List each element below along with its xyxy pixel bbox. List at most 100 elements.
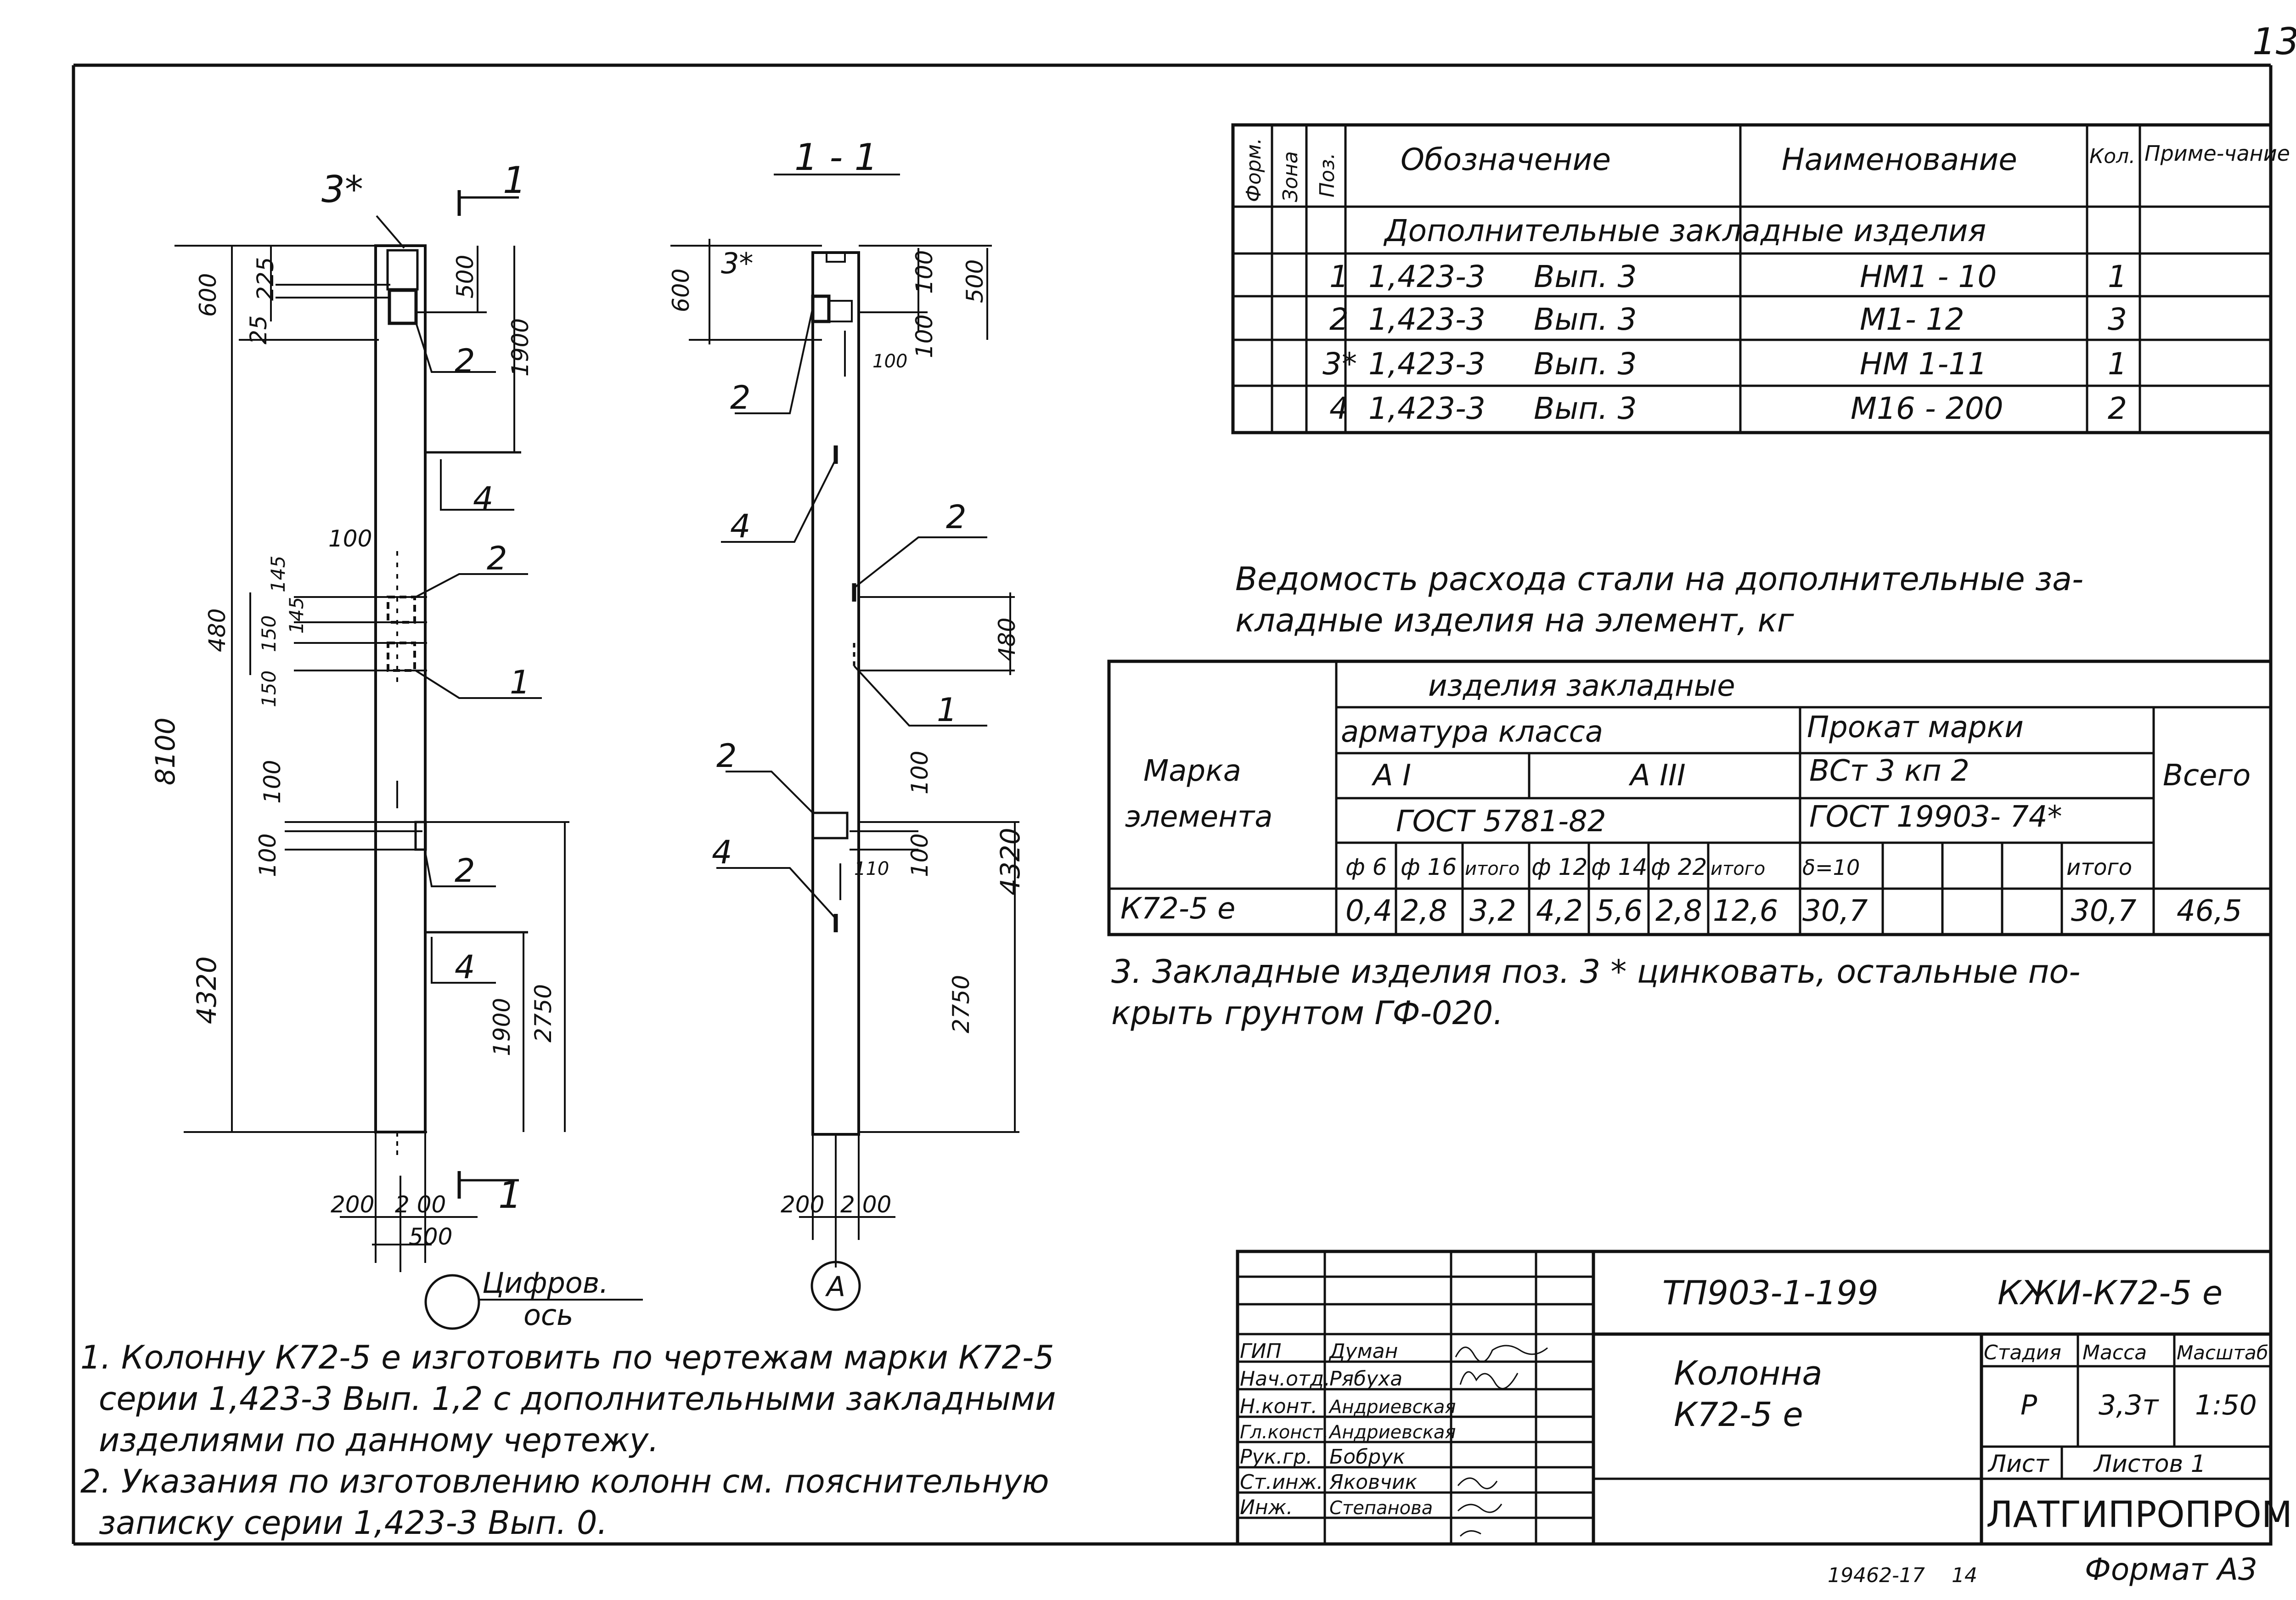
spec-code-2: 1,423-3 — [1368, 302, 1486, 337]
name-4: Бобрук — [1329, 1445, 1405, 1469]
cut-mark-top: 1 — [503, 159, 526, 202]
dim-500-bottom: 500 — [409, 1223, 452, 1250]
spec-name-3: НМ 1-11 — [1860, 346, 1987, 382]
steel-total-h: Всего — [2163, 759, 2251, 793]
pos-3-label: 3* — [321, 168, 363, 211]
role-n-control: Н.конт. — [1240, 1395, 1317, 1418]
signature-marks — [1455, 1345, 1548, 1537]
dim-100-b: 100 — [259, 760, 286, 804]
steel-val-5: 2,8 — [1655, 894, 1702, 928]
name-5: Яковчик — [1329, 1470, 1418, 1494]
steel-sub-0: ф 6 — [1345, 854, 1387, 880]
steel-sub-2: итого — [1465, 858, 1519, 879]
dim-1900-bottom: 1900 — [489, 998, 515, 1056]
spec-name-4: М16 - 200 — [1851, 391, 2003, 426]
steel-group: изделия закладные — [1428, 669, 1735, 703]
spec-qty-4: 2 — [2108, 391, 2127, 426]
spec-name-1: НМ1 - 10 — [1860, 259, 1997, 294]
role-head-dept: Нач.отд. — [1240, 1367, 1330, 1391]
dim-145-b: 145 — [285, 597, 308, 634]
axis-label: Цифров. — [482, 1266, 608, 1300]
stage-value: Р — [2020, 1389, 2037, 1421]
steel-vst: ВСт 3 кп 2 — [1809, 754, 1970, 788]
name-2: Андриевская — [1328, 1397, 1456, 1418]
section-title: 1 - 1 — [794, 136, 878, 179]
role-gip: ГИП — [1240, 1340, 1282, 1363]
th-qty: Кол. — [2089, 145, 2135, 168]
th-note: Приме-чание — [2144, 141, 2290, 166]
note-1-line-2: серии 1,423-3 Вып. 1,2 с дополнительными… — [99, 1380, 1056, 1418]
steel-val-2: 3,2 — [1469, 894, 1516, 928]
organization-name: ЛАТГИПРОПРОМ — [1986, 1494, 2292, 1536]
steel-gost-2: ГОСТ 19903- 74* — [1809, 800, 2062, 834]
dim-100-a: 100 — [328, 525, 372, 552]
steel-val-11: 30,7 — [2071, 894, 2137, 928]
steel-gost-1: ГОСТ 5781-82 — [1396, 805, 1606, 839]
column-elevation: 600 225 25 500 1900 100 145 480 150 145 … — [150, 159, 643, 1332]
dim-100-c: 100 — [254, 834, 281, 877]
sec-dim-4320: 4320 — [995, 828, 1026, 896]
pos-4-label-b: 4 — [455, 948, 475, 986]
spec-issue-1: Вып. 3 — [1534, 259, 1637, 294]
section-1-1: 1 - 1 600 100 500 100 100 480 100 100 11… — [668, 136, 1026, 1311]
dim-200: 200 — [331, 1191, 374, 1218]
steel-row-mark: К72-5 е — [1120, 892, 1235, 926]
sec-dim-480: 480 — [994, 618, 1020, 661]
name-3: Андриевская — [1328, 1422, 1456, 1443]
steel-val-4: 5,6 — [1596, 894, 1643, 928]
title-block: ГИП Нач.отд. Н.конт. Гл.конст. Рук.гр. С… — [1236, 1250, 2292, 1546]
steel-sub-6: итого — [1711, 858, 1765, 879]
th-zone: Зона — [1279, 151, 1302, 202]
sec-pos-3: 3* — [721, 247, 753, 280]
steel-val-1: 2,8 — [1401, 894, 1447, 928]
drawing-code: КЖИ-К72-5 е — [1998, 1273, 2223, 1312]
steel-col-mark-2: элемента — [1125, 800, 1272, 834]
dim-4320: 4320 — [191, 956, 222, 1024]
scale-value: 1:50 — [2195, 1389, 2257, 1421]
spec-qty-1: 1 — [2108, 259, 2127, 294]
sec-dim-100: 100 — [911, 250, 938, 294]
format-label: Формат А3 — [2085, 1552, 2257, 1587]
spec-code-4: 1,423-3 — [1368, 391, 1486, 426]
sec-dim-200-b: 2 00 — [840, 1191, 891, 1218]
dim-200-b: 2 00 — [395, 1191, 446, 1218]
sec-dim-100-e: 100 — [906, 834, 933, 877]
general-notes: 1. Колонну К72-5 е изготовить по чертежа… — [80, 1339, 1056, 1542]
spec-name-2: М1- 12 — [1860, 302, 1964, 337]
spec-pos-4: 4 — [1329, 391, 1349, 426]
name-0: Думан — [1328, 1340, 1398, 1363]
spec-issue-3: Вып. 3 — [1534, 346, 1637, 382]
th-designation: Обозначение — [1401, 142, 1611, 177]
sec-dim-2750: 2750 — [948, 975, 974, 1033]
steel-sub-4: ф 14 — [1591, 854, 1647, 880]
dim-25: 25 — [245, 315, 272, 344]
steel-val-7: 30,7 — [1802, 894, 1868, 928]
axis-mark-a: А — [825, 1271, 845, 1303]
steel-val-0: 0,4 — [1345, 894, 1392, 928]
page-number: 13 — [2252, 20, 2296, 63]
footer-sheet: 14 — [1952, 1564, 1977, 1587]
dim-150-b: 150 — [258, 670, 280, 707]
pos-2-label-c: 2 — [455, 852, 475, 890]
sheet-header: Лист — [1987, 1450, 2049, 1478]
steel-val-6: 12,6 — [1713, 894, 1778, 928]
dim-1900-top: 1900 — [507, 318, 534, 377]
steel-sub-3: ф 12 — [1531, 854, 1587, 880]
steel-a1: А I — [1371, 759, 1411, 793]
pos-1-label: 1 — [510, 664, 530, 701]
item-name-1: Колонна — [1674, 1354, 1823, 1392]
note-3-line-1: 3. Закладные изделия поз. 3 * цинковать,… — [1111, 953, 2081, 991]
note-3-line-2: крыть грунтом ГФ-020. — [1111, 994, 1503, 1032]
dim-2750: 2750 — [530, 984, 557, 1042]
role-group-lead: Рук.гр. — [1240, 1445, 1312, 1469]
role-senior-eng: Ст.инж. — [1240, 1470, 1323, 1494]
steel-a3: А III — [1628, 759, 1686, 793]
steel-rolled: Прокат марки — [1807, 710, 2024, 744]
sec-dim-600: 600 — [668, 269, 694, 312]
project-number: ТП903-1-199 — [1662, 1273, 1879, 1312]
spec-section-title: Дополнительные закладные изделия — [1383, 213, 1986, 248]
spec-pos-3: 3* — [1322, 346, 1357, 382]
sec-dim-100-b: 100 — [911, 315, 938, 358]
spec-issue-4: Вып. 3 — [1534, 391, 1637, 426]
th-pos: Поз. — [1316, 153, 1339, 197]
